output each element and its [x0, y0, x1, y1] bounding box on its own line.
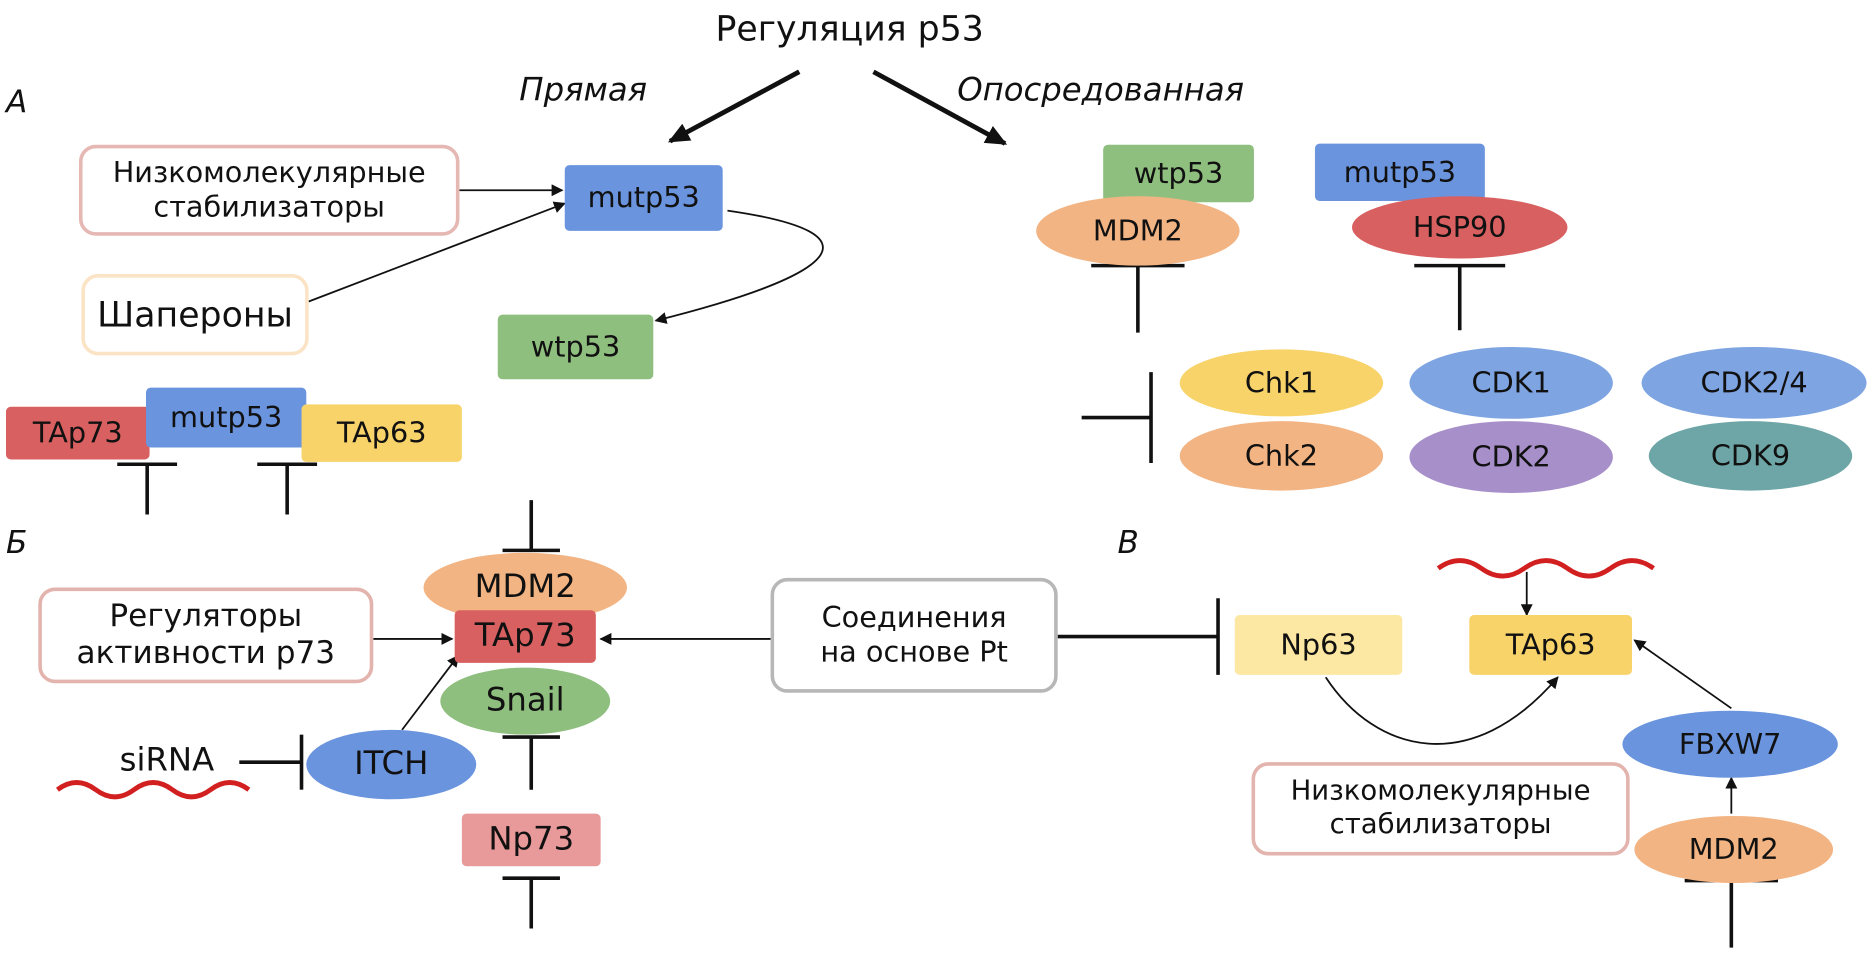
tap73-node: TAp73	[5, 406, 150, 460]
arrow-chaperones-mutp53	[308, 201, 566, 303]
mdm2c-node: MDM2	[1634, 816, 1834, 884]
arrow-itch-tap73	[401, 654, 459, 731]
wtp53-right-node: wtp53	[1103, 144, 1254, 203]
cdk9-node: CDK9	[1648, 421, 1853, 491]
panel-label-a: А	[5, 84, 28, 121]
mutp53-complex-node: mutp53	[145, 387, 307, 448]
arrow-mutp53-wtp53	[654, 209, 824, 324]
tap73b-node: TAp73	[454, 610, 596, 663]
mutp53-right-node: mutp53	[1314, 143, 1485, 202]
snail-node: Snail	[440, 667, 611, 735]
mutp53-node: mutp53	[564, 165, 723, 231]
cdk1-node: CDK1	[1409, 346, 1613, 419]
arrow-direct	[667, 69, 801, 144]
np73-node: Np73	[461, 813, 601, 867]
chaperones-box: Шапероны	[81, 273, 309, 356]
np63-node: Np63	[1234, 615, 1403, 675]
hsp90-node: HSP90	[1352, 196, 1568, 259]
itch-node: ITCH	[306, 729, 477, 800]
panel-label-c: В	[1117, 525, 1139, 562]
arrow-indirect	[872, 69, 1008, 146]
branch-direct-label: Прямая	[519, 71, 648, 109]
chk2-node: Chk2	[1179, 421, 1384, 491]
panel-label-b: Б	[5, 525, 28, 562]
sirna-squiggle	[55, 780, 251, 800]
stabilizers-c-box: Низкомолекулярные стабилизаторы	[1251, 762, 1630, 856]
page-title: Регуляция p53	[715, 8, 984, 50]
chk1-node: Chk1	[1179, 349, 1384, 417]
regulators-box: Регуляторы активности p73	[38, 587, 374, 684]
wtp53-node: wtp53	[497, 314, 654, 380]
branch-indirect-label: Опосредованная	[957, 71, 1245, 109]
arrow-fbxw7-tap63	[1633, 639, 1732, 710]
tap63-node: TAp63	[301, 404, 462, 462]
tap63c-node: TAp63	[1469, 615, 1633, 675]
cdk2-node: CDK2	[1409, 421, 1613, 493]
mdm2-node: MDM2	[1036, 196, 1240, 266]
arrow-np63-tap63	[1324, 676, 1559, 745]
fbxw7-node: FBXW7	[1622, 710, 1838, 778]
c-squiggle	[1436, 558, 1655, 579]
sirna-label: siRNA	[119, 741, 215, 779]
stabilizers-box: Низкомолекулярные стабилизаторы	[78, 144, 460, 236]
cdk24-node: CDK2/4	[1641, 346, 1867, 419]
pt-compounds-box: Соединения на основе Pt	[770, 577, 1058, 693]
